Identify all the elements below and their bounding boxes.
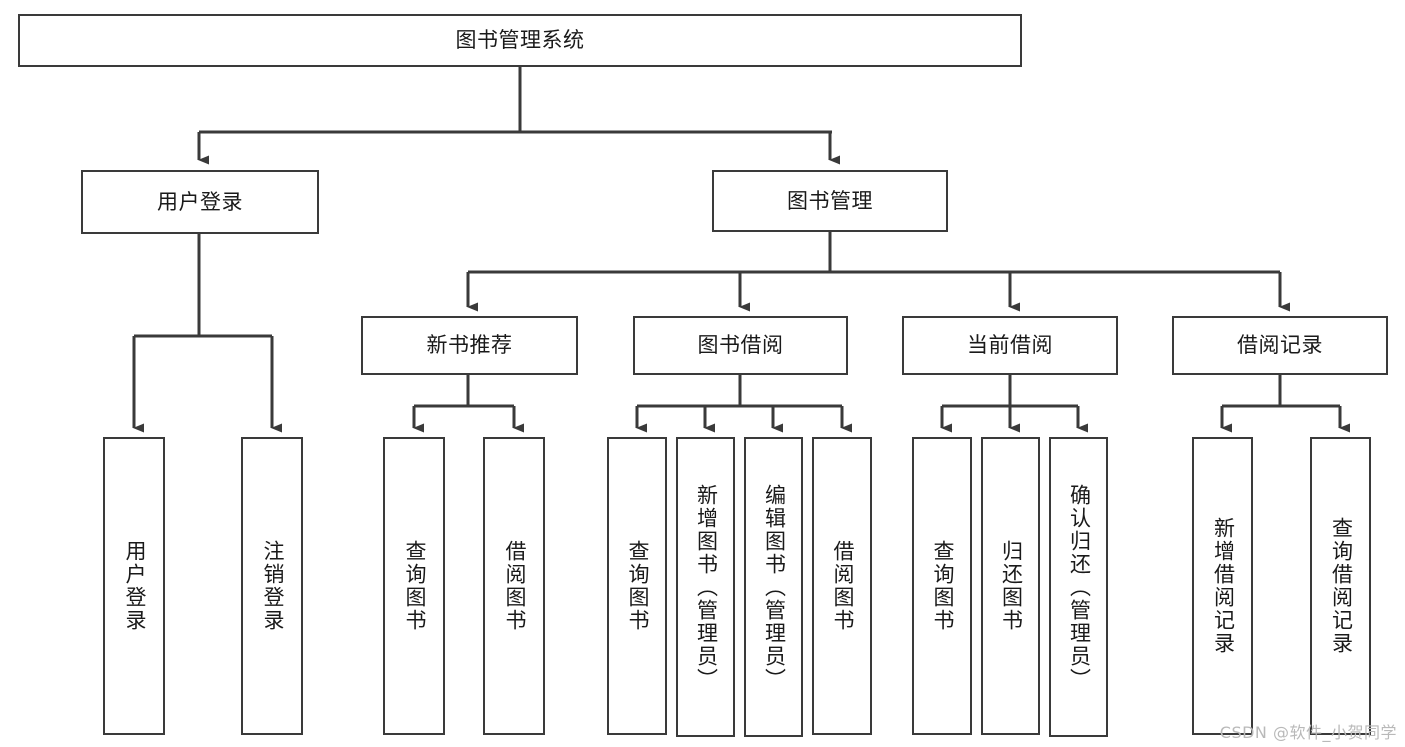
node-leaf-borrow-book-1[interactable]: 借阅图书 bbox=[483, 437, 545, 735]
node-leaf-logout-login-label: 注销登录 bbox=[260, 540, 285, 632]
node-book-manage-label: 图书管理 bbox=[787, 188, 873, 213]
node-leaf-borrow-book-1-label: 借阅图书 bbox=[502, 540, 527, 632]
node-leaf-query-book-2[interactable]: 查询图书 bbox=[607, 437, 667, 735]
node-leaf-edit-book[interactable]: 编辑图书（管理员） bbox=[744, 437, 803, 737]
node-leaf-user-login[interactable]: 用户登录 bbox=[103, 437, 165, 735]
node-leaf-confirm-return[interactable]: 确认归还（管理员） bbox=[1049, 437, 1108, 737]
node-book-borrow[interactable]: 图书借阅 bbox=[633, 316, 848, 375]
node-book-manage[interactable]: 图书管理 bbox=[712, 170, 948, 232]
node-leaf-query-record[interactable]: 查询借阅记录 bbox=[1310, 437, 1371, 735]
node-borrow-record[interactable]: 借阅记录 bbox=[1172, 316, 1388, 375]
node-root-label: 图书管理系统 bbox=[455, 28, 585, 53]
node-leaf-query-book-3[interactable]: 查询图书 bbox=[912, 437, 972, 735]
node-leaf-query-record-label: 查询借阅记录 bbox=[1329, 517, 1354, 655]
node-book-borrow-label: 图书借阅 bbox=[697, 333, 784, 358]
node-leaf-query-book-1-label: 查询图书 bbox=[402, 540, 427, 632]
node-leaf-user-login-label: 用户登录 bbox=[122, 540, 147, 632]
node-leaf-query-book-2-label: 查询图书 bbox=[625, 540, 650, 632]
node-leaf-return-book[interactable]: 归还图书 bbox=[981, 437, 1040, 735]
node-leaf-query-book-1[interactable]: 查询图书 bbox=[383, 437, 445, 735]
node-leaf-logout-login[interactable]: 注销登录 bbox=[241, 437, 303, 735]
node-current-borrow[interactable]: 当前借阅 bbox=[902, 316, 1118, 375]
node-borrow-record-label: 借阅记录 bbox=[1237, 333, 1323, 358]
node-leaf-query-book-3-label: 查询图书 bbox=[930, 540, 955, 632]
node-leaf-return-book-label: 归还图书 bbox=[999, 540, 1024, 632]
node-root[interactable]: 图书管理系统 bbox=[18, 14, 1022, 67]
node-leaf-add-book[interactable]: 新增图书（管理员） bbox=[676, 437, 735, 737]
node-current-borrow-label: 当前借阅 bbox=[967, 333, 1053, 358]
node-leaf-edit-book-label: 编辑图书（管理员） bbox=[762, 483, 787, 691]
node-leaf-borrow-book-2[interactable]: 借阅图书 bbox=[812, 437, 872, 735]
node-leaf-add-record-label: 新增借阅记录 bbox=[1211, 517, 1236, 655]
node-user-login[interactable]: 用户登录 bbox=[81, 170, 319, 234]
node-new-book-recommend-label: 新书推荐 bbox=[426, 333, 513, 358]
node-leaf-add-record[interactable]: 新增借阅记录 bbox=[1192, 437, 1253, 735]
node-leaf-borrow-book-2-label: 借阅图书 bbox=[830, 540, 855, 632]
node-leaf-add-book-label: 新增图书（管理员） bbox=[694, 483, 719, 691]
node-new-book-recommend[interactable]: 新书推荐 bbox=[361, 316, 578, 375]
node-leaf-confirm-return-label: 确认归还（管理员） bbox=[1067, 483, 1092, 691]
node-user-login-label: 用户登录 bbox=[157, 189, 243, 214]
